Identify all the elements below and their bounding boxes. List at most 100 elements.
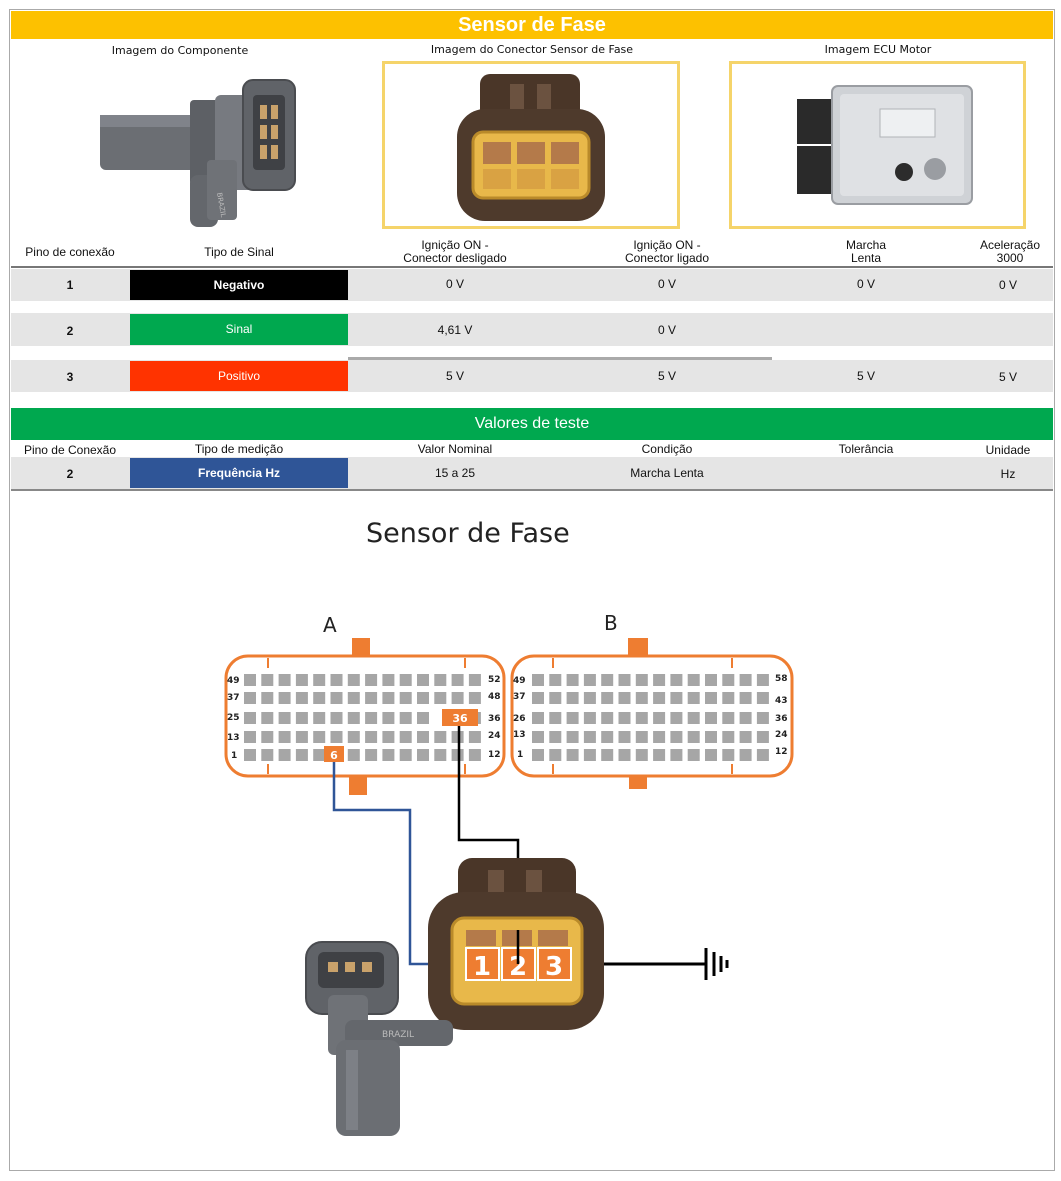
connector-pin: [739, 731, 752, 743]
connector-pin: [365, 749, 378, 761]
connector-pin: [244, 749, 256, 761]
connector-pin: [687, 674, 700, 686]
connector-pin: [399, 749, 412, 761]
connector-pin: [399, 692, 412, 704]
signal-type-badge: Positivo: [130, 361, 348, 391]
connector-pin: [756, 674, 769, 686]
component-image-caption: Imagem do Componente: [111, 44, 249, 57]
pin-header-accel: Aceleração 3000: [979, 238, 1041, 265]
connector-a-row-number: 52: [488, 675, 501, 685]
page-frame: [9, 9, 1055, 1171]
sensor-pin-3: [537, 947, 572, 981]
pin-6-label: 6: [330, 749, 338, 762]
connector-pin: [618, 749, 631, 761]
row-divider: [348, 357, 772, 360]
connector-pin: [295, 712, 308, 724]
connector-pin: [670, 692, 683, 704]
connector-pin: [635, 712, 648, 724]
pin-header-pin: Pino de conexão: [25, 245, 115, 259]
sensor-connector-drawing: [428, 858, 604, 1030]
connector-pin: [382, 731, 395, 743]
connector-pin: [618, 712, 631, 724]
connector-b-row-number: 1: [517, 750, 523, 760]
pin-number: 2: [66, 324, 74, 338]
connector-pin: [653, 749, 666, 761]
connector-pin: [756, 731, 769, 743]
connector-b-body: [510, 654, 794, 778]
connector-pin: [261, 692, 274, 704]
nominal-value: 15 a 25: [434, 466, 476, 480]
ecu-image-caption: Imagem ECU Motor: [824, 43, 932, 56]
condition-value: Marcha Lenta: [630, 466, 704, 480]
wiring-diagram: A 49 37 25 13 1 52 48 36 24 12 36 6 B 49…: [224, 611, 794, 1136]
connector-pin: [261, 749, 274, 761]
pin-header-ign-off: Ignição ON - Conector desligado: [403, 238, 507, 265]
connector-b-row-number: 26: [513, 714, 526, 724]
connector-b-pins: [532, 674, 769, 761]
connector-pin: [756, 749, 769, 761]
page-title: Sensor de Fase: [11, 11, 1053, 39]
connector-pin: [365, 674, 378, 686]
connector-b-row-number: 24: [775, 730, 788, 740]
connector-a-label: A: [323, 613, 337, 637]
ecu-image-box: [729, 61, 1026, 229]
connector-pin: [635, 674, 648, 686]
connector-pin: [549, 692, 562, 704]
connector-a-row-number: 36: [488, 714, 501, 724]
connector-pin: [313, 712, 326, 724]
connector-pin: [566, 712, 579, 724]
connector-pin: [451, 692, 464, 704]
pin-number: 1: [66, 278, 74, 292]
connector-pin: [687, 692, 700, 704]
test-header-tolerance: Tolerância: [838, 442, 894, 456]
connector-pin: [451, 674, 464, 686]
connector-a-row-number: 24: [488, 731, 501, 741]
connector-pin: [434, 692, 447, 704]
connector-a-row-number: 13: [227, 733, 240, 743]
accel-value: 5 V: [998, 370, 1017, 384]
connector-pin: [601, 674, 614, 686]
connector-pin: [244, 692, 256, 704]
test-table-divider: [11, 489, 1053, 491]
connector-pin: [601, 692, 614, 704]
connector-pin: [653, 712, 666, 724]
pin-36-label: 36: [452, 712, 468, 725]
connector-b-key-top: [628, 638, 648, 656]
connector-pin: [451, 731, 464, 743]
diagram-title: Sensor de Fase: [366, 518, 570, 549]
test-pin-number: 2: [66, 467, 74, 481]
connector-pin: [295, 749, 308, 761]
connector-pin: [382, 712, 395, 724]
connector-pin: [278, 692, 291, 704]
connector-pin: [566, 692, 579, 704]
connector-pin: [653, 674, 666, 686]
connector-pin: [399, 712, 412, 724]
connector-pin: [705, 731, 717, 743]
connector-a-row-number: 12: [488, 750, 501, 760]
connector-pin: [417, 749, 429, 761]
pin-header-ign-on: Ignição ON - Conector ligado: [624, 238, 710, 265]
ecu-image: [797, 85, 973, 205]
connector-pin: [532, 692, 544, 704]
connector-b-label: B: [604, 611, 618, 635]
connector-pin: [705, 674, 717, 686]
connector-pin: [618, 692, 631, 704]
connector-pin: [705, 749, 717, 761]
connector-pin: [365, 731, 378, 743]
connector-pin: [313, 749, 326, 761]
connector-pin: [468, 749, 481, 761]
test-header-pin: Pino de Conexão: [23, 443, 117, 457]
connector-pin: [756, 712, 769, 724]
connector-pin: [434, 749, 447, 761]
connector-pin: [244, 731, 256, 743]
sensor-drawing-stamp: BRAZIL: [382, 1030, 414, 1040]
connector-pin: [468, 674, 481, 686]
connector-pin: [417, 712, 429, 724]
sensor-pin-1: [465, 947, 500, 981]
sensor-drawing: BRAZIL: [305, 941, 453, 1136]
connector-pin: [756, 692, 769, 704]
connector-pin: [417, 674, 429, 686]
unit-value: Hz: [1000, 467, 1016, 481]
connector-pin: [399, 731, 412, 743]
connector-a-row-number: 25: [227, 713, 240, 723]
